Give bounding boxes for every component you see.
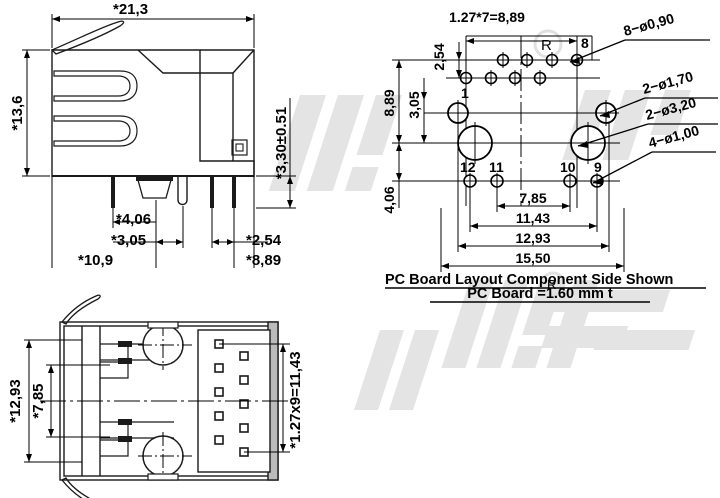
pcb-hole-top-1	[495, 52, 511, 68]
pin-number-9: 9	[594, 159, 602, 175]
dim-label-11-43-top: *1.27x9=11,43	[287, 351, 304, 448]
dim-label-13-6: *13,6	[9, 95, 26, 130]
pcb-hole-large-left	[454, 122, 496, 164]
side-view-emi-finger-upper	[53, 70, 138, 102]
pcb-hole-second-4	[532, 70, 548, 86]
side-view-body-outline	[51, 49, 255, 177]
dim-label-3-05-pcb: 3,05	[406, 91, 422, 118]
dim-label-7-85-top: *7,85	[30, 383, 47, 418]
dim-label-3-30: *3,30±0.51	[273, 107, 290, 179]
pcb-hole-second-1	[458, 70, 474, 86]
pcb-layout-view	[392, 35, 718, 272]
watermark-r-glyph: R	[541, 37, 552, 54]
dim-label-21-3: *21,3	[113, 1, 148, 18]
pcb-hole-top-2	[519, 52, 535, 68]
pin-pad-6	[239, 399, 249, 409]
pin-pad-7	[214, 411, 224, 421]
watermark-r-glyph-2: R	[547, 277, 556, 292]
top-view	[40, 294, 290, 498]
dim-label-2-54: *2,54	[246, 232, 282, 249]
pcb-pin-numbers: 1 8 9 10 11 12	[460, 35, 602, 175]
side-view-mount-boss	[137, 179, 172, 199]
pcb-hole-10	[561, 173, 579, 189]
pcb-caption-line1: PC Board Layout Component Side Shown	[385, 272, 673, 288]
side-view-pin-b	[232, 176, 236, 208]
arrow-3-05-r	[176, 239, 183, 245]
side-view-dimension-labels: *21,3 *13,6 *3,30±0.51 *4,06 *3,05 *2,54…	[9, 1, 290, 269]
dim-label-10-9: *10,9	[78, 252, 113, 269]
pin-number-12: 12	[460, 159, 476, 175]
pcb-caption-line2: PC Board =1.60 mm t	[467, 286, 613, 302]
top-view-mount-post-upper	[138, 321, 192, 370]
top-view-latch-spring-bottom	[60, 477, 91, 498]
pin-pad-8	[239, 423, 249, 433]
dim-label-8-89: *8,89	[246, 252, 281, 269]
pcb-dimension-labels: 1.27*7=8,89 2,54 8,89 3,05 4,06 7,85 11,…	[381, 9, 551, 266]
pin-number-10: 10	[560, 159, 576, 175]
pcb-hole-row-second	[458, 70, 548, 86]
pcb-hole-second-3	[507, 70, 523, 86]
pin-pad-5	[214, 387, 224, 397]
dim-label-2-54-pcb: 2,54	[431, 43, 447, 70]
side-view-square-marker	[231, 139, 248, 156]
arrow-13-6-b	[24, 168, 30, 176]
side-view-dimensions	[22, 14, 296, 268]
arrow-21-3-r	[246, 16, 254, 22]
pin-number-11: 11	[489, 159, 504, 175]
pcb-hole-medium-left	[445, 100, 471, 126]
top-view-contact-tips	[118, 341, 132, 442]
pcb-dimension-lines	[392, 36, 625, 272]
pin-pad-4	[239, 375, 249, 385]
dim-label-15-50: 15,50	[515, 250, 550, 266]
top-view-latch-spring-top	[60, 294, 101, 325]
side-view-right-wall	[200, 49, 255, 161]
arrow-3-05-l	[156, 239, 163, 245]
pin-pad-2	[239, 351, 249, 361]
top-view-dimensions	[24, 339, 290, 463]
dim-label-11-43: 11,43	[516, 210, 550, 226]
side-view-u-pin	[177, 176, 188, 206]
side-view-square-marker-inner	[235, 143, 244, 152]
dim-label-8-89-pcb: 8,89	[381, 89, 397, 116]
side-view-pin-a	[210, 176, 214, 208]
leader-label-8-d090: 8−ø0,90	[622, 10, 676, 39]
pin-number-1: 1	[461, 85, 469, 101]
side-view-emi-finger-lower	[53, 115, 138, 147]
pcb-leader-lines	[569, 39, 718, 185]
side-view	[50, 20, 255, 208]
arrow-2-54-r	[227, 239, 234, 245]
pcb-caption: PC Board Layout Component Side Shown PC …	[385, 272, 706, 303]
pcb-hole-12	[461, 173, 479, 189]
dim-label-pitch-top: 1.27*7=8,89	[449, 9, 525, 25]
pcb-hole-second-2	[483, 70, 499, 86]
arrow-3-30-b	[287, 200, 293, 208]
dim-label-12-93: 12,93	[515, 230, 550, 246]
dim-label-4-06: *4,06	[116, 211, 151, 228]
arrow-3-30-t	[287, 176, 293, 184]
pin-pad-3	[214, 363, 224, 373]
pin-number-8: 8	[581, 35, 589, 51]
side-view-lower-step	[200, 161, 255, 177]
dim-label-7-85: 7,85	[519, 190, 546, 206]
arrow-2-54-l	[212, 239, 219, 245]
top-view-mount-post-lower	[138, 432, 192, 481]
dim-label-4-06-pcb: 4,06	[381, 186, 397, 213]
pcb-hole-top-3	[544, 52, 560, 68]
top-view-dimension-labels: *12,93 *7,85 *1.27x9=11,43	[7, 351, 304, 448]
side-view-leg-1	[111, 176, 115, 208]
side-view-boss-cap	[136, 176, 173, 181]
pin-pad-9	[214, 435, 224, 445]
dim-label-12-93-top: *12,93	[7, 379, 24, 422]
side-view-top-chamfer	[137, 49, 255, 74]
arrow-13-6-t	[24, 50, 30, 58]
pcb-hole-11	[488, 173, 506, 189]
dim-label-3-05: *3,05	[111, 232, 146, 249]
arrow-21-3-l	[52, 16, 60, 22]
top-view-pin-pads	[214, 339, 249, 457]
side-view-latch-spring	[50, 20, 125, 55]
arrow-4-06-l	[113, 219, 120, 225]
